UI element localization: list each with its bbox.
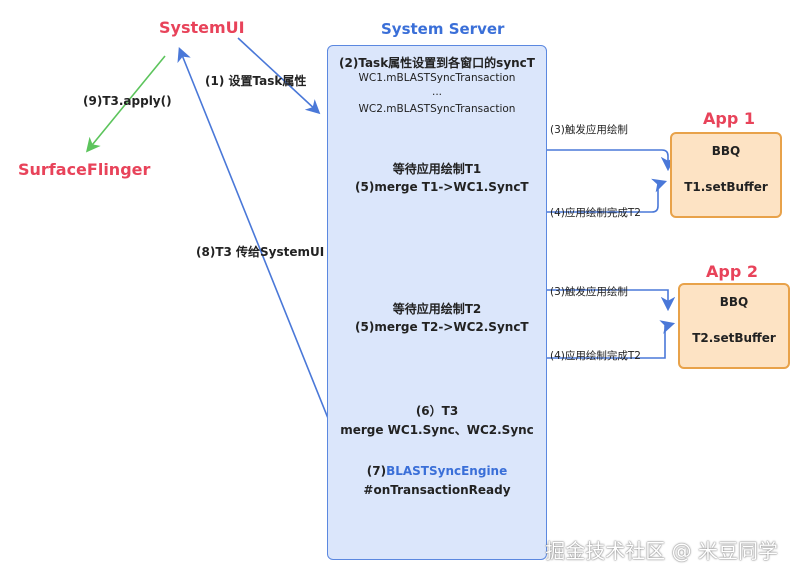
wc1-transaction: WC1.mBLASTSyncTransaction: [358, 72, 516, 84]
edge-label-trigger-draw-2: (3)触发应用绘制: [550, 286, 628, 298]
edge-label-trigger-draw-1: (3)触发应用绘制: [550, 124, 628, 136]
step7-prefix: (7): [366, 464, 387, 478]
step6-merge: merge WC1.Sync、WC2.Sync: [340, 423, 534, 437]
merge-t2: (5)merge T2->WC2.SyncT: [355, 320, 529, 334]
step7-method: #onTransactionReady: [363, 483, 511, 497]
app2-bbq: BBQ: [719, 295, 749, 309]
edge-label-draw-done-2: (4)应用绘制完成T2: [550, 350, 641, 362]
step6-title: (6）T3: [415, 404, 459, 418]
edge-label-set-task-attr: (1) 设置Task属性: [205, 74, 307, 88]
app1-box: BBQ T1.setBuffer: [670, 132, 782, 218]
arrow-systemui-to-server: [237, 37, 321, 115]
ellipsis: ...: [431, 86, 442, 98]
arrow-apply-to-surfaceflinger: [85, 55, 166, 153]
watermark: 掘金技术社区 @ 米豆同学: [545, 539, 778, 563]
arrow-engine-to-systemui: [177, 47, 353, 479]
app2-box: BBQ T2.setBuffer: [678, 283, 790, 369]
edge-label-draw-done-1: (4)应用绘制完成T2: [550, 207, 641, 219]
app2-buffer: T2.setBuffer: [692, 331, 776, 345]
surfaceflinger-node: SurfaceFlinger: [18, 160, 151, 179]
step7-title: (7)BLASTSyncEngine: [332, 464, 542, 478]
step7-engine: BLASTSyncEngine: [386, 464, 508, 478]
app2-title: App 2: [706, 262, 758, 281]
app1-buffer: T1.setBuffer: [684, 180, 768, 194]
app1-title: App 1: [703, 109, 755, 128]
wait-t1: 等待应用绘制T1: [392, 162, 482, 176]
edge-label-t3-to-systemui: (8)T3 传给SystemUI: [196, 245, 325, 259]
wait-t2: 等待应用绘制T2: [392, 302, 482, 316]
system-server-box: [327, 45, 547, 560]
wc2-transaction: WC2.mBLASTSyncTransaction: [358, 103, 516, 115]
step2-title: (2)Task属性设置到各窗口的syncT: [339, 56, 535, 70]
app1-bbq: BBQ: [711, 144, 741, 158]
edge-label-t3-apply: (9)T3.apply(): [83, 94, 172, 108]
systemui-node: SystemUI: [159, 18, 245, 37]
merge-t1: (5)merge T1->WC1.SyncT: [355, 180, 529, 194]
system-server-title: System Server: [381, 20, 505, 38]
